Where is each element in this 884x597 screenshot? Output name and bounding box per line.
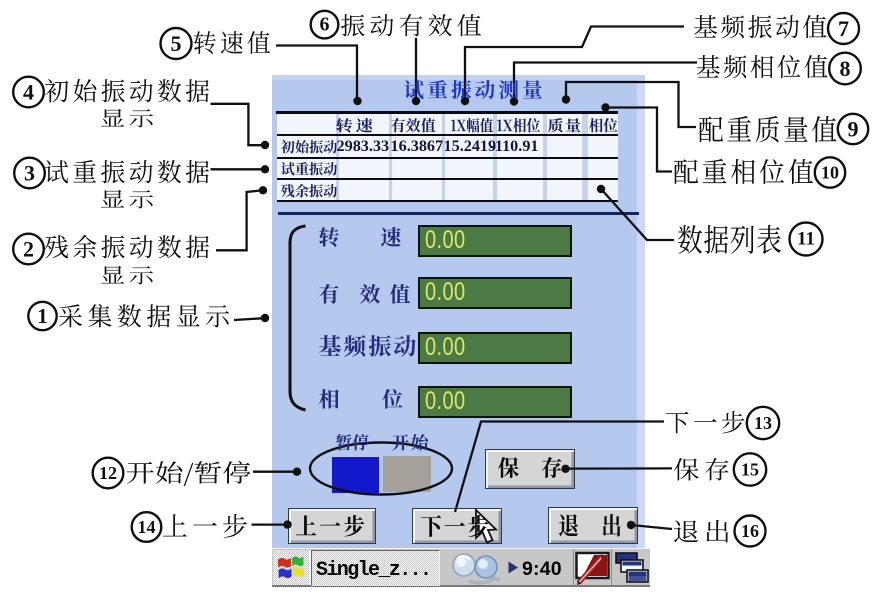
svg-text:13: 13 — [754, 413, 772, 433]
svg-text:11: 11 — [797, 229, 815, 250]
svg-text:15: 15 — [741, 460, 759, 480]
svg-text:9: 9 — [848, 117, 859, 142]
svg-text:4: 4 — [23, 80, 34, 105]
svg-text:12: 12 — [99, 463, 117, 483]
svg-text:8: 8 — [840, 56, 851, 81]
svg-text:6: 6 — [320, 14, 330, 36]
svg-text:3: 3 — [24, 161, 35, 186]
svg-text:10: 10 — [821, 163, 839, 183]
svg-text:14: 14 — [138, 517, 156, 537]
svg-text:7: 7 — [838, 16, 849, 41]
svg-text:16: 16 — [741, 521, 759, 541]
svg-text:1: 1 — [37, 304, 48, 328]
svg-text:5: 5 — [171, 31, 182, 56]
svg-text:2: 2 — [23, 237, 34, 262]
